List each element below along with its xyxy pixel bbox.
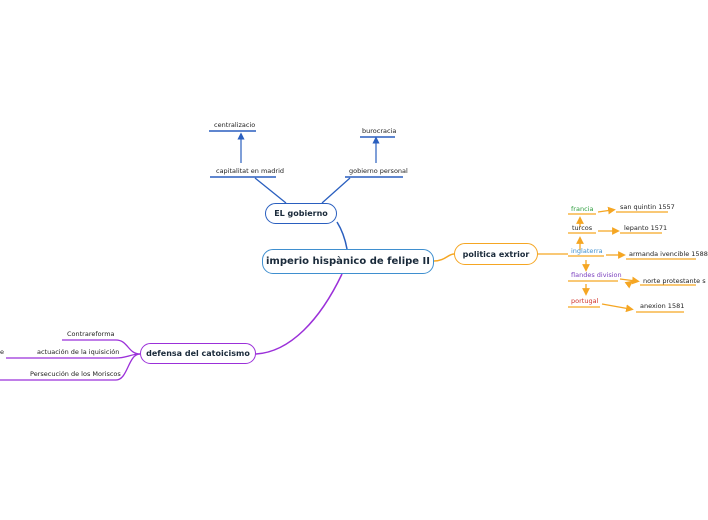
arrow-portugal-to-anexion xyxy=(601,303,634,313)
subtopic-inglaterra[interactable]: inglaterra xyxy=(571,247,603,255)
detail-turcos[interactable]: lepanto 1571 xyxy=(624,224,668,232)
central-topic[interactable]: imperio hispànico de felipe II xyxy=(262,249,434,274)
central-topic-label: imperio hispànico de felipe II xyxy=(265,256,430,267)
link-central-defensa xyxy=(255,273,343,355)
subtopic-centralizacio[interactable]: centralizacio xyxy=(214,121,256,129)
link-def-contrareforma xyxy=(115,339,141,355)
link-central-politica xyxy=(433,253,455,262)
subtopic-inquisicion[interactable]: actuación de la iquisición xyxy=(37,348,120,356)
subtopic-contrareforma[interactable]: Contrareforma xyxy=(67,330,115,338)
detail-francia[interactable]: san quintin 1557 xyxy=(620,203,675,211)
detail-inglaterra[interactable]: armanda ivencible 1588 xyxy=(629,250,708,258)
arrow-portugal-anexion-vis xyxy=(602,283,630,303)
subtopic-inquisicion-child[interactable]: e xyxy=(0,348,4,356)
subtopic-portugal[interactable]: portugal xyxy=(571,297,599,305)
subtopic-turcos[interactable]: turcos xyxy=(572,224,593,232)
subtopic-flandes[interactable]: flandes division xyxy=(571,271,622,279)
arrow-flandes-detail xyxy=(619,276,640,285)
topic-politica-label: politica extrior xyxy=(462,249,530,259)
link-gob-capital xyxy=(254,177,287,204)
link-central-gobierno xyxy=(336,221,348,250)
topic-gobierno[interactable]: EL gobierno xyxy=(265,203,337,224)
arrow-francia-detail xyxy=(597,206,616,215)
topic-defensa[interactable]: defensa del catoicismo xyxy=(140,343,256,364)
detail-portugal[interactable]: anexion 1581 xyxy=(640,302,685,310)
topic-politica[interactable]: politica extrior xyxy=(454,243,538,265)
subtopic-burocracia[interactable]: burocracia xyxy=(362,127,397,135)
subtopic-francia[interactable]: francia xyxy=(571,205,594,213)
topic-gobierno-label: EL gobierno xyxy=(274,209,328,218)
arrow-portugal-detail-3 xyxy=(604,284,632,307)
subtopic-capitalitat[interactable]: capitalitat en madrid xyxy=(216,167,285,175)
link-def-moriscos xyxy=(115,353,141,381)
topic-defensa-label: defensa del catoicismo xyxy=(146,349,250,358)
subtopic-moriscos[interactable]: Persecución de los Moriscos xyxy=(30,370,121,378)
detail-flandes[interactable]: norte protestante s xyxy=(643,277,706,285)
subtopic-gobierno-personal[interactable]: gobierno personal xyxy=(349,167,408,175)
link-gob-personal xyxy=(321,177,351,204)
